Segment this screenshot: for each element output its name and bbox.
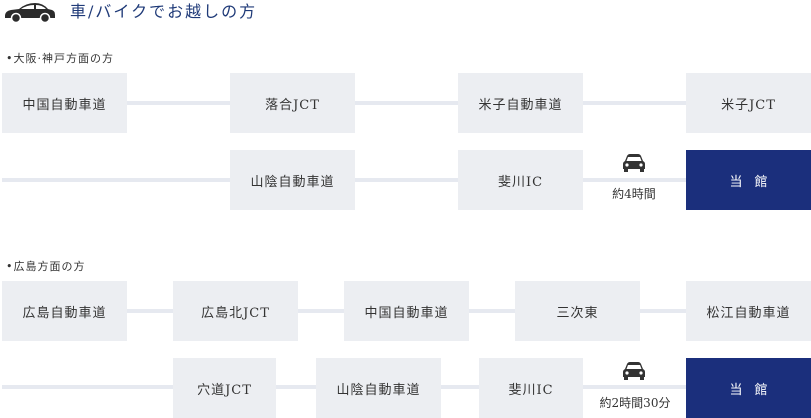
section-heading-hiroshima: •広島方面の方	[6, 260, 86, 273]
route-node: 山陰自動車道	[316, 358, 441, 418]
route-connector	[126, 101, 686, 105]
route-node: 山陰自動車道	[230, 150, 355, 210]
route-node: 米子自動車道	[458, 73, 583, 133]
car-front-icon	[623, 154, 645, 172]
route-node: 広島北JCT	[173, 281, 298, 341]
travel-time: 約4時間	[593, 187, 675, 201]
route-node: 中国自動車道	[344, 281, 469, 341]
page-title: 車/バイクでお越しの方	[70, 2, 258, 21]
car-front-icon	[623, 362, 645, 380]
route-node: 広島自動車道	[2, 281, 127, 341]
route-node: 三次東	[515, 281, 640, 341]
route-node: 落合JCT	[230, 73, 355, 133]
route-node: 中国自動車道	[2, 73, 127, 133]
destination-box: 当館	[686, 358, 811, 418]
destination-box: 当館	[686, 150, 811, 210]
travel-time: 約2時間30分	[588, 396, 682, 410]
route-node: 斐川IC	[458, 150, 583, 210]
route-node: 穴道JCT	[173, 358, 276, 418]
section-heading-osaka: •大阪·神戸方面の方	[6, 52, 114, 65]
route-node: 松江自動車道	[686, 281, 811, 341]
route-node: 米子JCT	[686, 73, 811, 133]
car-icon	[5, 3, 55, 23]
route-node: 斐川IC	[479, 358, 583, 418]
